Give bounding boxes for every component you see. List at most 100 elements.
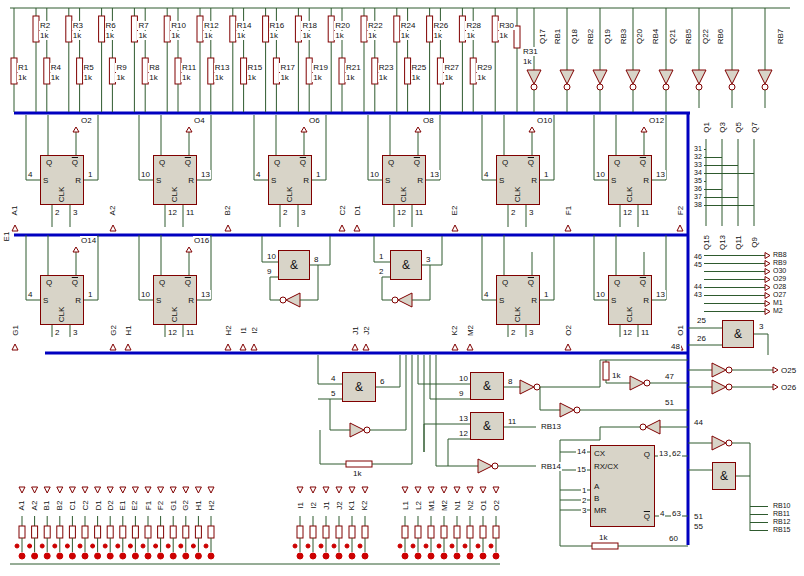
inverter-bubble [534, 384, 540, 390]
terminal-symbol [110, 344, 116, 350]
contact-dot [158, 553, 164, 559]
wire [270, 300, 280, 301]
signal-name: J2 [335, 500, 344, 510]
resistor-value: 1k [334, 31, 344, 40]
arrow-head [765, 293, 770, 299]
signal-name: M2 [440, 498, 449, 511]
inverter-symbol [712, 363, 726, 377]
terminal-symbol [225, 225, 231, 231]
resistor-value: 1k [137, 31, 147, 40]
contact-dot [476, 544, 480, 548]
wire [300, 516, 301, 526]
signal-name: E1 [118, 499, 127, 511]
contact-dot [204, 544, 208, 548]
wire [444, 516, 445, 526]
wire [704, 279, 766, 280]
pin-number: 44 [693, 418, 704, 427]
wire [482, 300, 496, 301]
resistor-name: R25 [411, 63, 428, 72]
wire [600, 360, 601, 387]
pin-label: CLK [399, 186, 408, 202]
wire [298, 42, 299, 112]
wire [526, 205, 527, 227]
pin-number: 36 [693, 185, 703, 193]
arrow-head [186, 247, 192, 252]
pin-label: S [156, 176, 161, 185]
signal-name: Q1 [701, 121, 710, 134]
pin-label: S [611, 176, 616, 185]
terminal-symbol [107, 487, 113, 493]
wire [688, 370, 712, 371]
signal-name: RB7 [776, 27, 785, 45]
contact-dot [450, 544, 454, 548]
inverter-bubble [630, 84, 636, 90]
pin-number: 31 [693, 145, 703, 153]
and-gate-box: & [278, 250, 310, 280]
wire [68, 42, 69, 112]
wire [76, 252, 77, 275]
signal-name: RB13 [540, 422, 562, 431]
wire [310, 265, 330, 266]
signal-name: F1 [564, 204, 573, 215]
wire [211, 538, 212, 552]
pin-label: CLK [170, 306, 179, 322]
pin-number: 4 [27, 290, 33, 299]
wire [504, 115, 505, 155]
wire [178, 84, 179, 112]
contact-dot [19, 553, 25, 559]
wire [440, 84, 441, 112]
contact-dot [15, 544, 19, 548]
wire [704, 271, 766, 272]
wire [232, 8, 233, 16]
wire [706, 139, 707, 226]
signal-name: I1 [238, 326, 247, 335]
wire [496, 516, 497, 526]
wire [567, 90, 568, 112]
wire [173, 516, 174, 526]
inverter-bubble [392, 297, 398, 303]
pin-number: 60 [668, 534, 679, 543]
wire [70, 205, 71, 227]
terminal-symbol [677, 225, 683, 231]
wire [14, 8, 15, 58]
resistor-symbol [69, 526, 75, 538]
resistor-symbol [428, 526, 434, 538]
pin-number: 55 [693, 522, 704, 531]
resistor-name: R16 [269, 21, 286, 30]
contact-dot [91, 544, 95, 548]
terminal-symbol [95, 487, 101, 493]
wire [122, 516, 123, 526]
wire [436, 466, 478, 467]
wire [422, 265, 442, 266]
terminal-symbol [441, 487, 447, 493]
wire [376, 387, 400, 388]
wire [600, 360, 688, 361]
wire [594, 300, 608, 301]
wire [198, 516, 199, 526]
wire [59, 538, 60, 552]
signal-name: I2 [249, 326, 258, 335]
signal-name: A2 [108, 204, 117, 216]
wire [732, 8, 733, 70]
inverter-bubble [364, 427, 370, 433]
contact-dot [332, 544, 336, 548]
arrow-head [73, 247, 79, 252]
flip-flop-box: SRCLKQQ [496, 155, 540, 205]
wire [504, 427, 536, 428]
inverter-symbol [478, 459, 492, 473]
signal-name: Q18 [570, 27, 579, 44]
wire [189, 132, 190, 155]
terminal-symbol [82, 487, 88, 493]
wire [412, 300, 430, 301]
pin-label: Q [159, 158, 165, 167]
pin-label: R [303, 176, 309, 185]
signal-name: M2 [466, 323, 475, 336]
wire [364, 42, 365, 112]
resistor-symbol [82, 526, 88, 538]
bus-bar [14, 234, 688, 237]
wire [84, 300, 98, 301]
pin-label: R [417, 176, 423, 185]
wire [326, 115, 327, 180]
terminal-symbol [352, 344, 358, 350]
resistor-symbol [297, 526, 303, 538]
